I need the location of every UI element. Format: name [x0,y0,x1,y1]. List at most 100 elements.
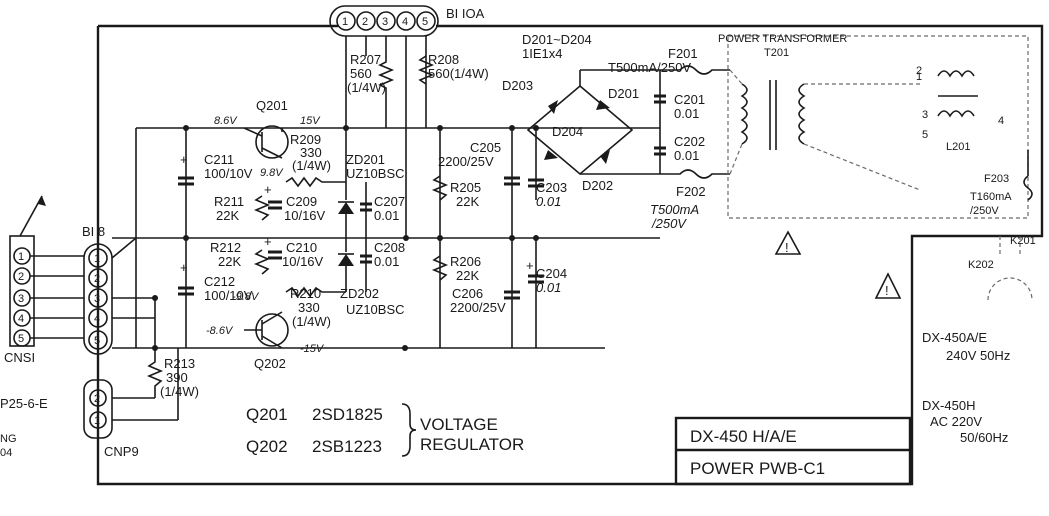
resistor-r212: R212 22K [210,240,271,275]
r207-ref: R207 [350,52,381,67]
warning-icon: ! [774,230,802,255]
edge-text-1: NG [0,433,17,445]
resistor-r209: R209 330 (1/4W) 9.8V [260,132,346,188]
resistor-r206: R206 22K [431,254,481,283]
p25-label: P25-6-E [0,396,48,411]
t201-pin-2: 2 [916,65,922,77]
title-model: DX-450 H/A/E [690,427,797,446]
zd202-ref: ZD202 [340,286,379,301]
d201-ref: D201 [608,86,639,101]
r212-ref: R212 [210,240,241,255]
f203-voltage: /250V [970,205,999,217]
b18-pin-1: 1 [94,253,100,265]
q202-ref: Q202 [254,356,286,371]
connector-cns1: 1 2 3 4 5 CNSI [4,195,46,365]
transistor-q202: Q202 -8.6V -15V [206,311,325,371]
legend-q201-ref: Q201 [246,405,288,424]
q202-collector-voltage: -15V [300,343,325,355]
cnp9-label: CNP9 [104,444,139,459]
capacitor-c212: + C212 100/10V [178,260,253,303]
capacitor-c208: C208 0.01 [360,238,405,292]
c204-ref: C204 [536,266,567,281]
rails [112,125,660,351]
r209-ref: R209 [290,132,321,147]
r205-ref: R205 [450,180,481,195]
b18-pin-2: 2 [94,273,100,285]
c201-value: 0.01 [674,106,699,121]
model-h-supply: AC 220V [930,414,982,429]
f201-ref: F201 [668,46,698,61]
c204-value: 0.01 [536,280,561,295]
c202-value: 0.01 [674,148,699,163]
legend-q202-part: 2SB1223 [312,437,382,456]
choke-l201: L201 [946,141,970,153]
model-ae-supply: 240V 50Hz [946,348,1010,363]
resistor-r213: R213 390 (1/4W) [146,348,199,399]
c207-ref: C207 [374,194,405,209]
r206-ref: R206 [450,254,481,269]
transformer-ref: T201 [764,47,789,59]
capacitor-c204: + C204 0.01 [526,258,567,295]
zd202-part: UZ10BSC [346,302,405,317]
c209-ref: C209 [286,194,317,209]
c203-value: 0.01 [536,194,561,209]
capacitor-c206: C206 2200/25V [450,286,520,315]
resistor-r211: R211 22K [214,194,271,223]
t201-pin-3: 3 [922,109,928,121]
b110a-pin-2: 2 [362,16,368,28]
r208-value: 560(1/4W) [428,66,489,81]
d203-ref: D203 [502,78,533,93]
cnp9-pin-2: 2 [94,393,100,405]
r208-ref: R208 [428,52,459,67]
r209-value: 330 [300,145,322,160]
f202-voltage: /250V [651,216,687,231]
capacitor-c205: C205 2200/25V [438,140,520,186]
capacitor-c207: C207 0.01 [360,182,405,238]
b110a-pin-3: 3 [382,16,388,28]
d202-ref: D202 [582,178,613,193]
r207-value: 560 [350,66,372,81]
r213-power: (1/4W) [160,384,199,399]
c206-ref: C206 [452,286,483,301]
r210-value: 330 [298,300,320,315]
fuse-f202: F202 T500mA /250V [650,169,730,231]
regulator-title-2: REGULATOR [420,435,524,454]
c201-ref: C201 [674,92,705,107]
r210-power: (1/4W) [292,314,331,329]
transistor-q201: Q201 8.6V 15V [214,98,321,159]
warning-icon: ! [874,272,902,299]
b110a-pin-4: 4 [402,16,408,28]
model-h-frequency: 50/60Hz [960,430,1008,445]
c211-value: 100/10V [204,166,253,181]
c210-ref: C210 [286,240,317,255]
c212-value: 100/10V [204,288,253,303]
c207-value: 0.01 [374,208,399,223]
c203-ref: C203 [536,180,567,195]
bridge-rectifier: D201~D204 1IE1x4 D203 D201 D204 D202 [502,32,660,193]
svg-text:+: + [180,260,188,275]
r207-power: (1/4W) [347,80,386,95]
model-notes: DX-450A/E 240V 50Hz DX-450H AC 220V 50/6… [922,330,1010,445]
cns1-pin-2: 2 [18,271,24,283]
connector-b18: 1 2 3 4 5 BI 8 [30,224,156,355]
c210-value: 10/16V [282,254,324,269]
f202-rating: T500mA [650,202,699,217]
b18-label: BI 8 [82,224,105,239]
svg-text:!: ! [885,283,889,298]
transformer-title: POWER TRANSFORMER [718,33,847,45]
svg-text:!: ! [785,240,789,255]
legend-q201-part: 2SD1825 [312,405,383,424]
q201-ref: Q201 [256,98,288,113]
r212-value: 22K [218,254,241,269]
regulator-title-1: VOLTAGE [420,415,498,434]
zd201-part: UZ10BSC [346,166,405,181]
relay-k201: K201 [1010,235,1036,247]
resistor-r210: -9.8V R210 330 (1/4W) [232,286,346,329]
capacitor-c201: C201 0.01 [654,70,705,128]
edge-text-2: 04 [0,447,12,459]
t201-pin-4: 4 [998,115,1004,127]
f203-ref: F203 [984,173,1009,185]
f202-ref: F202 [676,184,706,199]
t201-pin-1: 1 [916,71,922,83]
